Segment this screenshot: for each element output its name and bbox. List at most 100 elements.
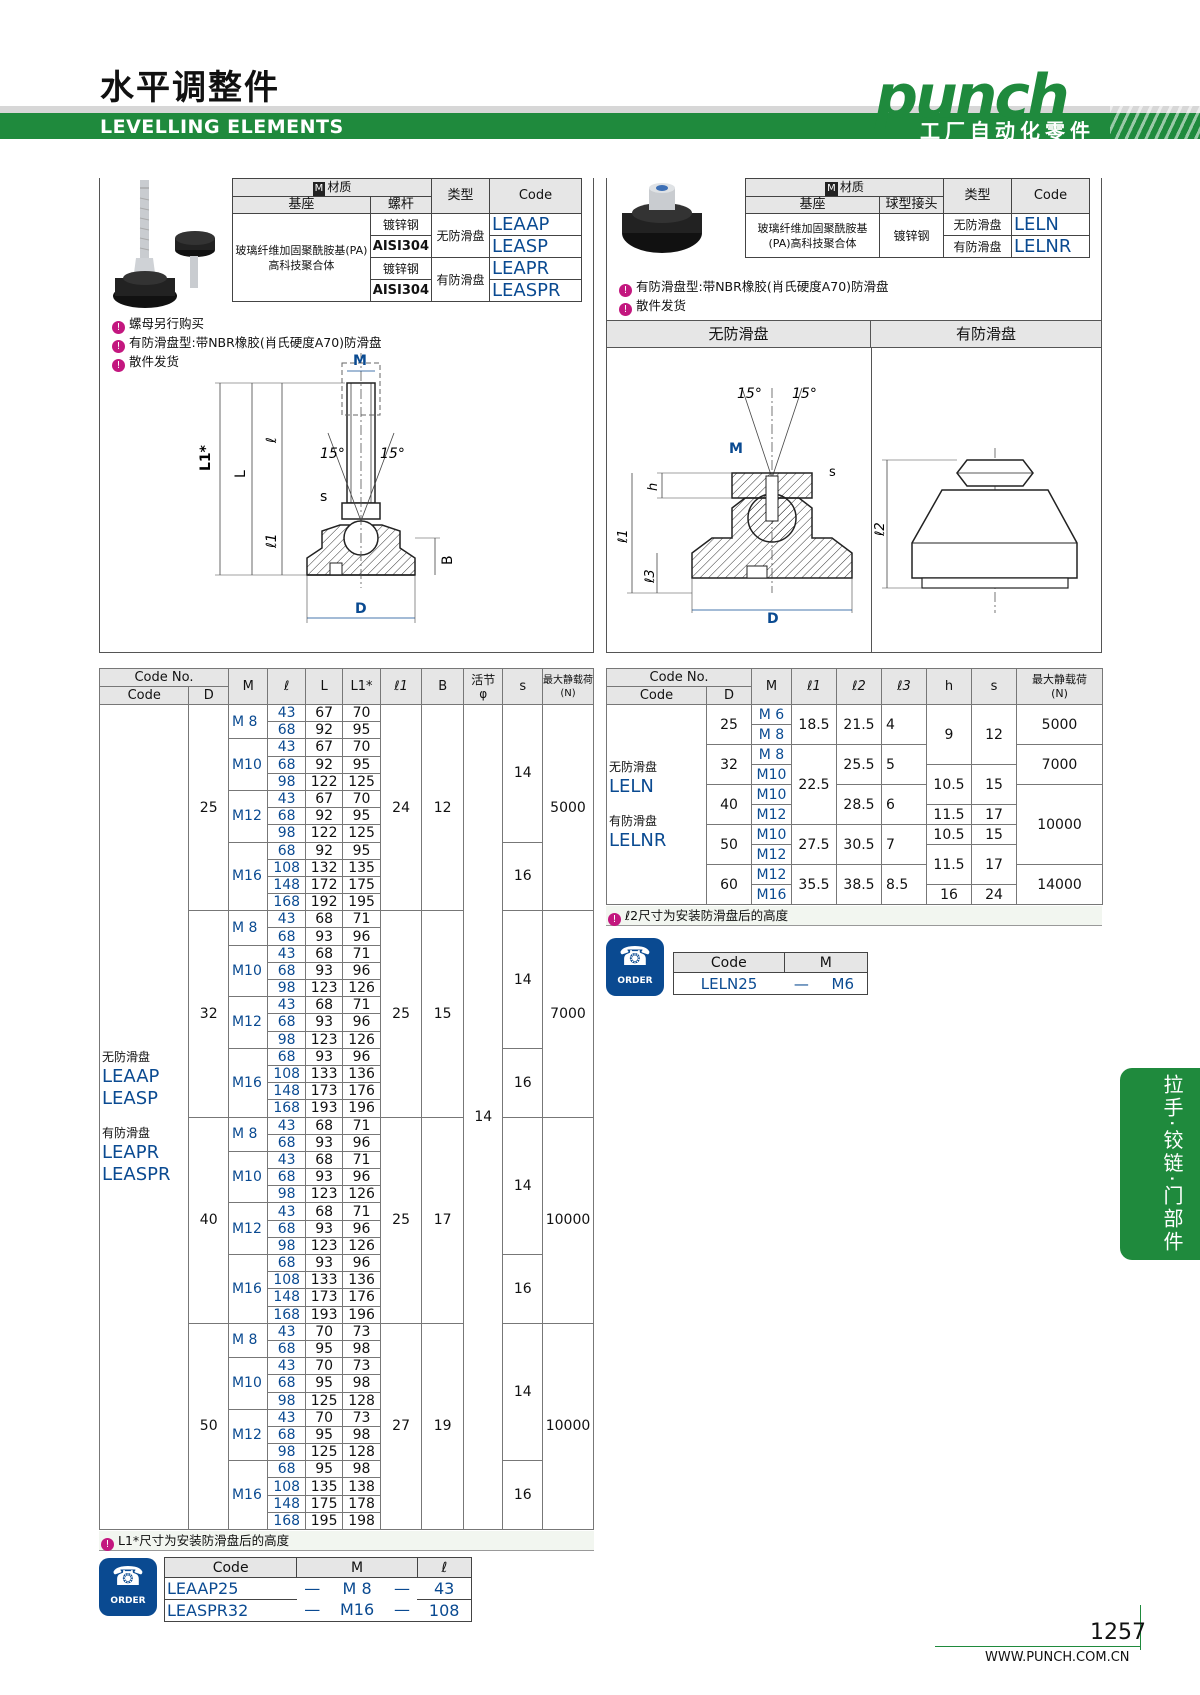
B-cell: 15 xyxy=(421,910,464,1118)
h-s: s xyxy=(971,668,1017,705)
L1-cell: 98 xyxy=(342,1425,381,1445)
L-cell: 192 xyxy=(304,893,344,912)
s-cell: 16 xyxy=(502,1047,543,1118)
order-icon: ☎ ORDER xyxy=(99,1558,157,1616)
L-cell: 95 xyxy=(304,1339,344,1359)
h-L: L xyxy=(304,668,344,705)
L-cell: 123 xyxy=(304,978,344,998)
m-cell: M10 xyxy=(227,1150,269,1204)
L-cell: 95 xyxy=(304,1460,344,1479)
category-side-tab[interactable]: 拉手·铰链·门部件 xyxy=(1120,1068,1200,1260)
bolt-material: AISI304 xyxy=(369,279,433,302)
info-icon: ! xyxy=(101,1538,114,1551)
dim-label: M xyxy=(729,441,743,457)
l-cell: 68 xyxy=(267,1047,306,1066)
L1-cell: 71 xyxy=(342,1150,381,1170)
l1-cell: 25 xyxy=(379,1116,423,1324)
L1-cell: 73 xyxy=(342,1322,381,1341)
L1-cell: 95 xyxy=(342,721,381,740)
order-example-row: LEASPR32 — M16 — 108 xyxy=(163,1599,473,1622)
order-h-code: Code xyxy=(673,952,785,973)
l-cell: 108 xyxy=(267,858,306,877)
l-cell: 68 xyxy=(267,1460,306,1479)
L1-cell: 71 xyxy=(342,910,381,929)
col-type: 类型 xyxy=(431,178,490,214)
angle-label: 15° xyxy=(792,386,817,402)
type-cell: 有防滑盘 xyxy=(943,235,1012,258)
type-cell: 有防滑盘 xyxy=(431,257,490,302)
s-cell: 16 xyxy=(502,1254,543,1324)
l-cell: 68 xyxy=(267,1168,306,1187)
l-cell: 68 xyxy=(267,961,306,981)
L-cell: 175 xyxy=(304,1494,344,1513)
l-cell: 43 xyxy=(267,1322,306,1341)
l-cell: 43 xyxy=(267,789,306,809)
L1-cell: 136 xyxy=(342,1064,381,1084)
L1-cell: 73 xyxy=(342,1357,381,1376)
right-code-cell: 无防滑盘 LELN 有防滑盘 LELNR xyxy=(606,704,707,905)
angle-label: 15° xyxy=(320,446,345,462)
bolt-material: 镀锌钢 xyxy=(369,257,433,280)
L-cell: 68 xyxy=(304,1150,344,1170)
ball-material: 镀锌钢 xyxy=(879,213,944,258)
m-cell: M12 xyxy=(227,789,269,843)
L-cell: 173 xyxy=(304,1082,344,1101)
L-cell: 93 xyxy=(304,1133,344,1152)
note-item: !有防滑盘型:带NBR橡胶(肖氏硬度A70)防滑盘 xyxy=(619,278,889,297)
L-cell: 93 xyxy=(304,927,344,946)
L1-cell: 135 xyxy=(342,858,381,877)
order-icon: ☎ ORDER xyxy=(606,938,664,996)
dim-label: ℓ1 xyxy=(616,529,631,544)
l-cell: 43 xyxy=(267,996,306,1015)
l-cell: 98 xyxy=(267,1030,306,1049)
website-url: WWW.PUNCH.COM.CN xyxy=(985,1650,1130,1665)
d-cell: 40 xyxy=(188,1116,229,1324)
L1-cell: 136 xyxy=(342,1271,381,1290)
L-cell: 93 xyxy=(304,1013,344,1032)
header-bar xyxy=(0,113,1200,139)
h-L1: L1* xyxy=(342,668,381,705)
l-cell: 98 xyxy=(267,1443,306,1462)
base-material: 玻璃纤维加固聚酰胺基(PA)高科技聚合体 xyxy=(232,213,371,302)
L-cell: 135 xyxy=(304,1477,344,1496)
L1-cell: 126 xyxy=(342,978,381,998)
L-cell: 70 xyxy=(304,1357,344,1376)
h-l2: ℓ2 xyxy=(836,668,882,705)
l-cell: 43 xyxy=(267,944,306,963)
dim-label: D xyxy=(767,611,779,627)
s-cell: 14 xyxy=(502,1116,543,1255)
brand-logo: punch xyxy=(875,62,1070,132)
L1-cell: 196 xyxy=(342,1305,381,1324)
L-cell: 68 xyxy=(304,944,344,963)
right-order-table: Code M LELN25 — M6 xyxy=(673,952,869,995)
material-badge: M xyxy=(312,181,326,196)
L1-cell: 178 xyxy=(342,1494,381,1513)
l-cell: 43 xyxy=(267,1202,306,1221)
l-cell: 168 xyxy=(267,1099,306,1118)
info-icon: ! xyxy=(112,321,125,334)
L-cell: 133 xyxy=(304,1271,344,1290)
order-h-l: ℓ xyxy=(416,1557,473,1578)
phone-icon: ☎ xyxy=(111,1562,145,1592)
B-cell: 19 xyxy=(421,1322,464,1531)
dim-label: D xyxy=(355,601,367,617)
note-item: !有防滑盘型:带NBR橡胶(肖氏硬度A70)防滑盘 xyxy=(112,334,382,353)
l-cell: 68 xyxy=(267,807,306,826)
h-s: s xyxy=(502,668,543,705)
L-cell: 93 xyxy=(304,1168,344,1187)
L-cell: 95 xyxy=(304,1374,344,1393)
L1-cell: 98 xyxy=(342,1460,381,1479)
L-cell: 172 xyxy=(304,875,344,895)
s-cell: 14 xyxy=(502,704,543,843)
l-cell: 168 xyxy=(267,1511,306,1531)
